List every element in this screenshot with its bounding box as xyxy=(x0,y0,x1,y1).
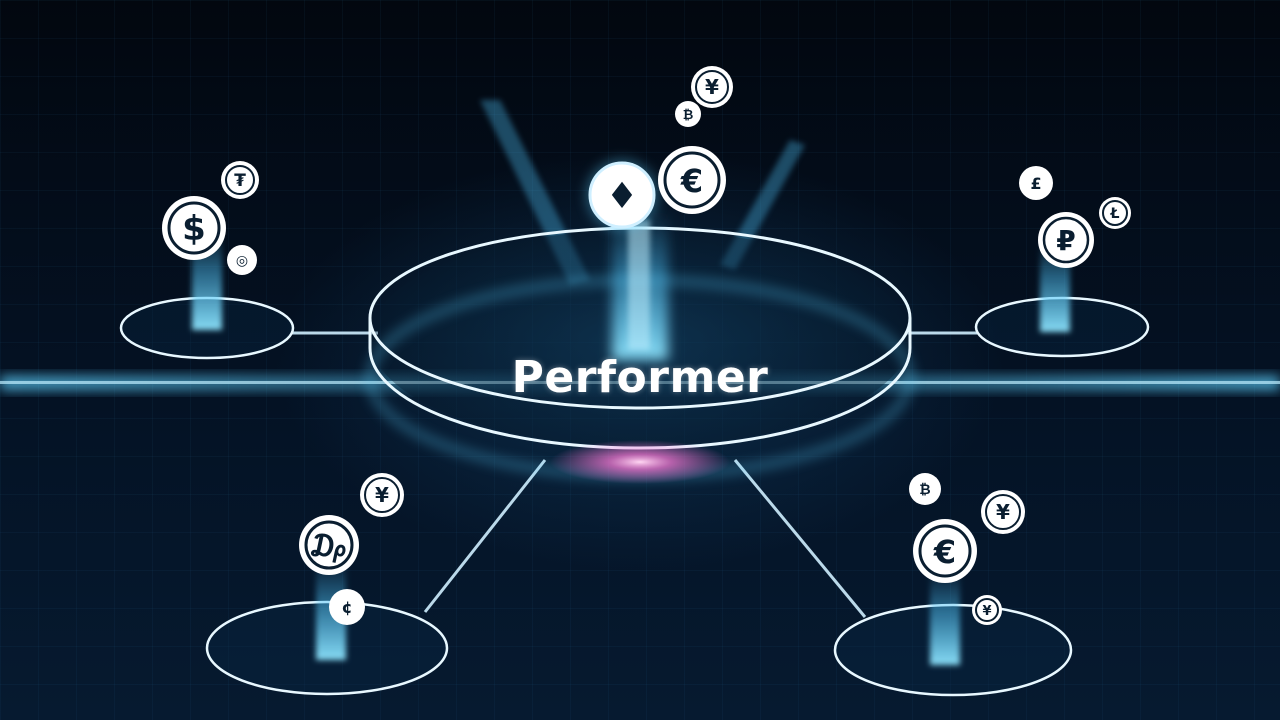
platform-right xyxy=(974,240,1150,358)
svg-text:¥: ¥ xyxy=(705,75,719,99)
coin-yen-bottom-left-icon: ¥ xyxy=(360,473,404,517)
svg-text:€: € xyxy=(680,162,703,200)
svg-text:¥: ¥ xyxy=(982,604,991,619)
svg-text:¢: ¢ xyxy=(341,598,352,617)
svg-text:Ł: Ł xyxy=(1110,206,1120,222)
pink-glow xyxy=(550,440,730,484)
svg-text:₽: ₽ xyxy=(1056,224,1075,257)
coin-small-bottom-right-top-icon: ₿ xyxy=(909,473,941,505)
coin-yen-bottom-right-icon: ¥ xyxy=(981,490,1025,534)
coin-small-top-icon: ₿ xyxy=(675,101,701,127)
platform-bottom-left xyxy=(205,560,449,696)
coin-dollar-left-icon: $ xyxy=(162,196,226,260)
coin-euro-center-icon: € xyxy=(658,146,726,214)
svg-text:₯: ₯ xyxy=(308,529,350,564)
light-ray-right xyxy=(720,140,805,270)
coin-euro-bottom-right-icon: € xyxy=(913,519,977,583)
svg-text:₿: ₿ xyxy=(919,482,930,498)
connection-lines xyxy=(292,331,978,618)
coin-pound-right-icon: ₽ xyxy=(1038,212,1094,268)
coin-small-right-top-icon: £ xyxy=(1019,166,1053,200)
svg-text:€: € xyxy=(933,533,956,571)
svg-text:¥: ¥ xyxy=(996,500,1010,524)
svg-text:◎: ◎ xyxy=(236,253,248,269)
coin-yen-top-icon: ¥ xyxy=(691,66,733,108)
svg-text:$: $ xyxy=(182,209,206,249)
platform-bottom-right xyxy=(833,570,1073,697)
coin-small-right-side-icon: Ł xyxy=(1099,197,1131,229)
coin-small-bottom-left-icon: ¢ xyxy=(329,589,365,625)
svg-text:♦: ♦ xyxy=(606,176,638,217)
coin-small-left-top-icon: ₮ xyxy=(221,161,259,199)
coin-small-bottom-right-bottom-icon: ¥ xyxy=(972,595,1002,625)
svg-text:₮: ₮ xyxy=(234,171,246,191)
coin-big-bottom-left-icon: ₯ xyxy=(299,515,359,575)
coin-eth-center-icon: ♦ xyxy=(586,159,658,231)
svg-text:£: £ xyxy=(1030,174,1041,193)
coin-small-left-bottom-icon: ◎ xyxy=(227,245,257,275)
svg-text:₿: ₿ xyxy=(683,108,694,123)
svg-text:¥: ¥ xyxy=(375,483,389,507)
hub-title: Performer xyxy=(511,352,769,403)
